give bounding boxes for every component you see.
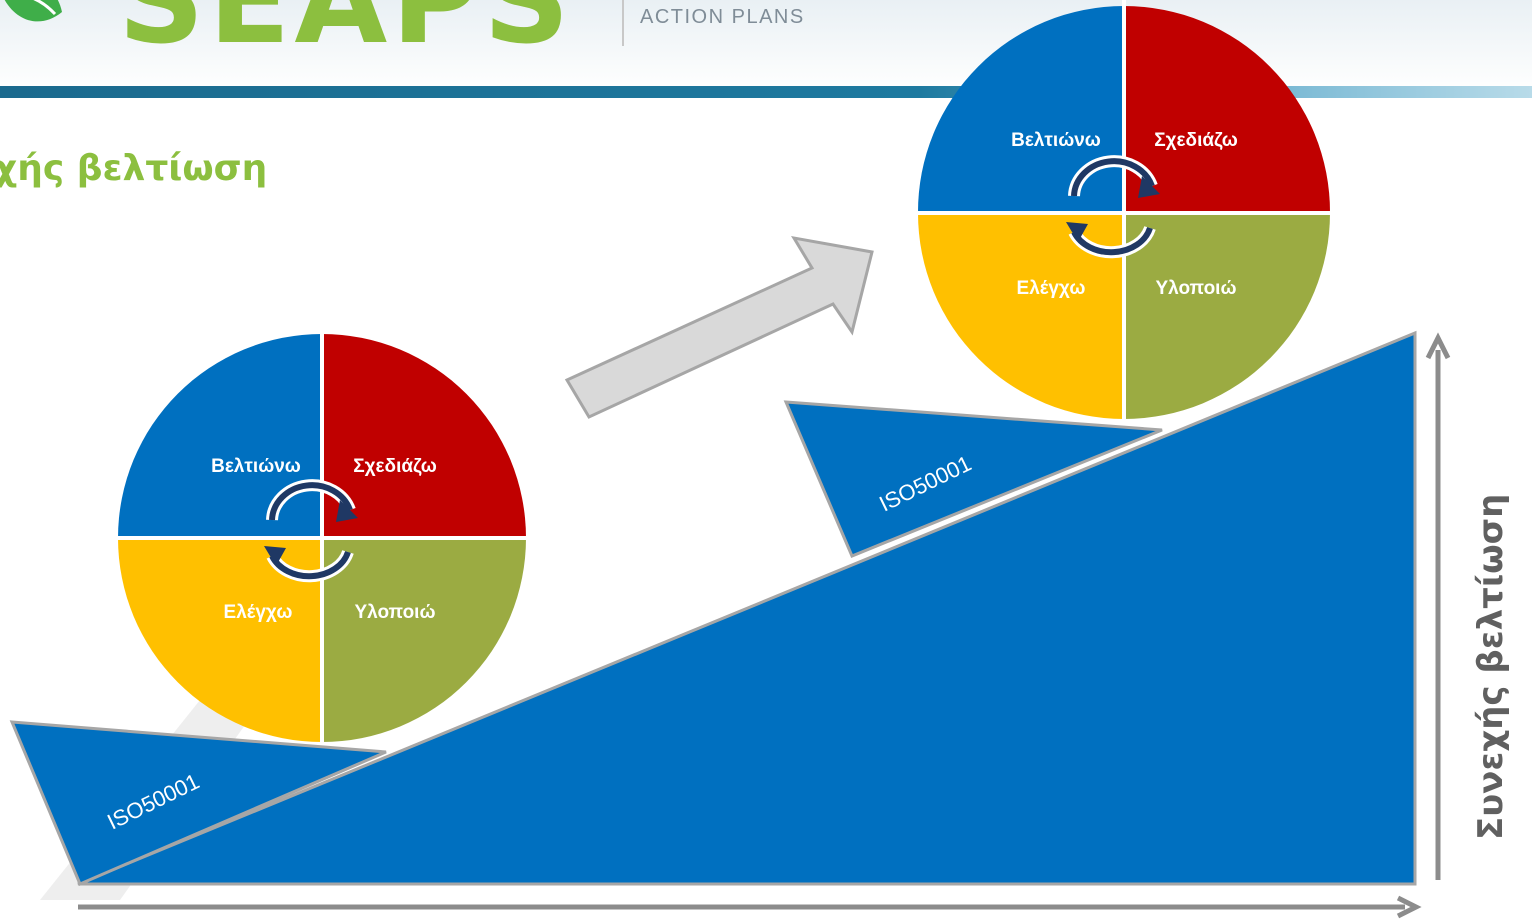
cycle-arrows-icon: [264, 479, 358, 583]
label-do: Υλοποιώ: [354, 602, 435, 623]
label-do: Υλοποιώ: [1155, 278, 1236, 299]
cycle-arrows-icon: [1066, 155, 1160, 259]
step-up-arrow: [564, 235, 874, 419]
logo-wordmark: SEAPS: [118, 0, 574, 71]
quadrant-plan: [1124, 6, 1331, 213]
label-plan: Σχεδιάζω: [353, 456, 437, 477]
cycle-wheel-small: Βελτιώνω Σχεδιάζω Ελέγχω Υλοποιώ: [118, 334, 526, 742]
quadrant-plan: [322, 334, 526, 538]
logo-subtitle: ACTION PLANS: [640, 6, 805, 28]
quadrant-do: [322, 538, 526, 742]
horizontal-axis-arrow: [78, 895, 1422, 919]
logo-divider: [622, 0, 624, 46]
wedge-lower: [9, 720, 387, 886]
quadrant-improve: [917, 5, 1124, 213]
label-check: Ελέγχω: [1017, 278, 1086, 299]
label-improve: Βελτιώνω: [211, 456, 301, 477]
logo-leaf-icon: [4, 0, 62, 22]
quadrant-do: [1124, 213, 1330, 419]
label-check: Ελέγχω: [224, 602, 293, 623]
cycle-wheel-large: Βελτιώνω Σχεδιάζω Ελέγχω Υλοποιώ: [917, 0, 1331, 419]
vertical-axis-label: Συνεχής βελτίωση: [1471, 493, 1511, 840]
vertical-axis-arrow: [1425, 332, 1451, 880]
label-plan: Σχεδιάζω: [1154, 130, 1238, 151]
page-title: χής βελτίωση: [0, 148, 268, 189]
quadrant-check: [918, 213, 1124, 419]
header-band: [0, 86, 1532, 98]
label-improve: Βελτιώνω: [1011, 130, 1101, 151]
ramp: [77, 330, 1417, 886]
quadrant-check: [118, 538, 322, 742]
quadrant-improve: [118, 334, 322, 538]
wedge-upper: [783, 400, 1163, 558]
